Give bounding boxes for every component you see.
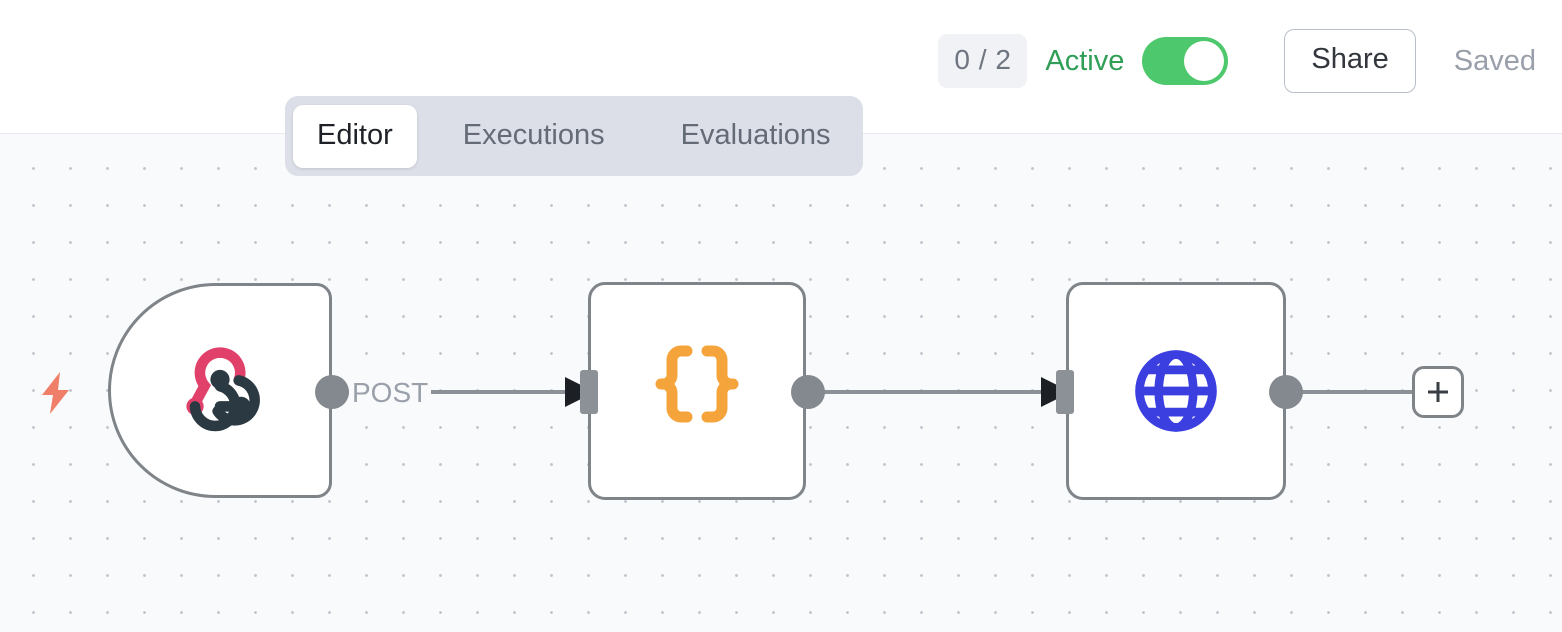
header-actions: 0 / 2 Active Share Saved <box>938 29 1536 93</box>
port-in-http[interactable] <box>1056 370 1074 414</box>
node-webhook[interactable] <box>108 283 332 498</box>
port-out-webhook[interactable] <box>315 375 349 409</box>
curly-braces-icon <box>655 345 739 423</box>
lightning-bolt-icon <box>36 370 76 421</box>
port-out-http[interactable] <box>1269 375 1303 409</box>
tab-evaluations[interactable]: Evaluations <box>657 105 855 168</box>
share-button[interactable]: Share <box>1284 29 1416 93</box>
webhook-icon <box>186 346 260 431</box>
active-toggle[interactable] <box>1142 37 1229 85</box>
view-tabs: Editor Executions Evaluations <box>285 96 863 176</box>
saved-status-label[interactable]: Saved <box>1453 44 1536 77</box>
add-node-button[interactable] <box>1412 366 1464 418</box>
globe-icon <box>1135 350 1217 432</box>
node-filter-merged-prs[interactable] <box>588 282 806 500</box>
node-create-agent-job[interactable] <box>1066 282 1286 500</box>
tab-editor[interactable]: Editor <box>293 104 417 168</box>
run-count-badge: 0 / 2 <box>938 34 1028 88</box>
port-out-filter[interactable] <box>791 375 825 409</box>
plus-icon <box>1428 382 1448 402</box>
connection-label-post: POST <box>349 377 432 409</box>
active-status-label: Active <box>1045 44 1125 77</box>
port-in-filter[interactable] <box>580 370 598 414</box>
tab-executions[interactable]: Executions <box>439 105 629 168</box>
workflow-canvas[interactable]: Webhook POST Filter merged PRs Create a <box>0 134 1562 632</box>
toggle-knob <box>1184 41 1225 81</box>
